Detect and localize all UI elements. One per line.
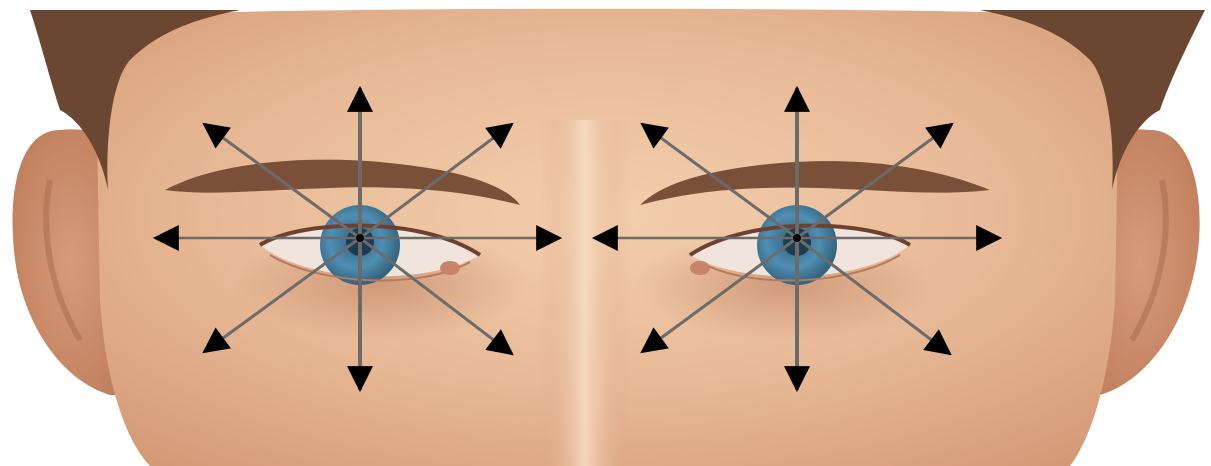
- left-eye-center-dot: [356, 234, 364, 242]
- right-inner-corner: [690, 261, 710, 275]
- left-inner-corner: [440, 261, 460, 275]
- right-eye-center-dot: [793, 234, 801, 242]
- nose-bridge: [540, 120, 630, 466]
